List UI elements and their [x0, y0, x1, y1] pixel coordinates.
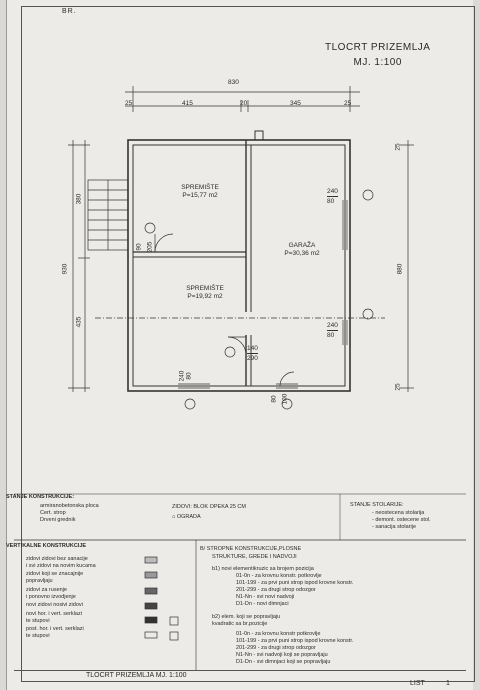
- horizontal-item: b2) elem. koji se popravljaju: [212, 614, 281, 620]
- sheet-title: TLOCRT PRIZEMLJA MJ. 1:100: [325, 40, 430, 70]
- horizontal-item: D1-Dn - novi dimnjaci: [236, 601, 289, 607]
- vertical-item: novi hor. i vert. serklazi: [26, 611, 82, 617]
- room-label-storage-1: SPREMIŠTE P=15,77 m2: [155, 184, 245, 200]
- room-name: GARAŽA: [288, 242, 316, 249]
- legend-fence: ⌂ OGRADA: [172, 514, 201, 521]
- legend-constr-item-1: armiranobetonska ploca: [40, 503, 99, 509]
- legend-joinery-header: STANJE STOLARIJE:: [350, 502, 404, 508]
- vertical-item: zidovi zidovi bez sanacije: [26, 556, 88, 562]
- horizontal-item: N1-Nn - svi nadvoji koji se popravljaju: [236, 652, 328, 658]
- dim-total-width: 830: [228, 79, 239, 86]
- legend-constr-header: STANJE KONSTRUKCIJE:: [6, 494, 75, 500]
- legend-fence-label: OGRADA: [176, 514, 201, 520]
- horizontal-item: 201-299 - za drugi strop odozgor: [236, 645, 316, 651]
- legend-joinery-item-2: - demont. ostecene stol.: [372, 517, 431, 523]
- horizontal-item: kvadratic sa br.pozicije: [212, 621, 268, 627]
- vertical-item: te stupovi: [26, 618, 50, 624]
- title-line-2: MJ. 1:100: [353, 57, 402, 68]
- room-area: P=19,92 m2: [187, 293, 223, 300]
- fence-icon: ⌂: [172, 514, 176, 520]
- room-area: P=15,77 m2: [182, 192, 218, 199]
- win-right-bottom-w: 240: [327, 322, 338, 331]
- horizontal-header: B/ STROPNE KONSTRUKCIJE,PLOSNE: [200, 546, 302, 552]
- footer-list-label: LIST: [410, 680, 425, 687]
- sheet-frame: [21, 6, 475, 682]
- legend-walls: ZIDOVI: BLOK OPEKA 25 CM: [172, 504, 246, 510]
- win-bottom-right-h: 100: [281, 393, 289, 405]
- vertical-item: novi zidovi nosivi zidovi: [26, 602, 83, 608]
- dim-right-top: 25: [394, 143, 402, 151]
- horizontal-item: 01-0n - za krovnu konstr potkrovlje: [236, 631, 321, 637]
- vertical-item: popravljaju: [26, 578, 53, 584]
- footer-title: TLOCRT PRIZEMLJA MJ. 1:100: [86, 672, 187, 679]
- dim-top-3: 20: [240, 100, 248, 107]
- horizontal-item: 101-199 - za prvi puni strop ispod krovn…: [236, 638, 354, 644]
- dim-right-bottom: 25: [394, 383, 402, 391]
- dim-left-upper: 380: [75, 193, 83, 205]
- vertical-item: i ponovno izvodjenje: [26, 594, 76, 600]
- vertical-item: te stupovi: [26, 633, 50, 639]
- dim-top-1: 25: [125, 100, 133, 107]
- horizontal-item: b1) novi elementikruzic sa brojem pozici…: [212, 566, 314, 572]
- win-bottom-left-h: 80: [185, 372, 193, 380]
- door-interior-h: 205: [146, 241, 154, 253]
- dim-right-total: 880: [396, 263, 404, 275]
- title-block: [14, 670, 466, 681]
- door-interior-w: 90: [135, 243, 143, 251]
- vertical-item: zidovi koji se znacajnije: [26, 571, 84, 577]
- footer-list-number: 1: [446, 680, 450, 687]
- win-right-bottom-h: 80: [327, 332, 335, 339]
- room-name: SPREMIŠTE: [181, 184, 219, 191]
- horizontal-item: D1-Dn - svi dimnjaci koji se popravljaju: [236, 659, 331, 665]
- vertical-header: VERTIKALNE KONSTRUKCIJE: [6, 543, 87, 549]
- room-label-garage: GARAŽA P=30,36 m2: [257, 242, 347, 258]
- horizontal-item: 201-299 - za drugi strop odozgor: [236, 587, 316, 593]
- drawing-sheet: [6, 0, 475, 690]
- dim-top-2: 415: [182, 100, 193, 107]
- win-right-top-w: 240: [327, 188, 338, 197]
- horizontal-item: N1-Nn - svi novi nadvoji: [236, 594, 295, 600]
- dim-left-lower: 435: [75, 316, 83, 328]
- dim-top-4: 345: [290, 100, 301, 107]
- room-name: SPREMIŠTE: [186, 285, 224, 292]
- vertical-item: zidovi za rusenje: [26, 587, 67, 593]
- win-bottom-right-w: 80: [270, 395, 278, 403]
- horizontal-item: 01-0n - za krovnu konstr. potkrovlje: [236, 573, 322, 579]
- title-line-1: TLOCRT PRIZEMLJA: [325, 42, 431, 53]
- legend-constr-item-3: Drveni grednik: [40, 517, 76, 523]
- door-garage-w: 140: [247, 345, 258, 354]
- win-right-top-h: 80: [327, 198, 335, 205]
- vertical-item: i svi zidovi na novim kucama: [26, 563, 96, 569]
- horizontal-item: 101-199 - za prvi puni strop ispod krovn…: [236, 580, 354, 586]
- vertical-item: post. hor. i vert. serklazi: [26, 626, 84, 632]
- dim-top-5: 25: [344, 100, 352, 107]
- door-garage-h: 290: [247, 355, 258, 362]
- legend-joinery-item-1: - neostecena stolarija: [372, 510, 425, 516]
- horizontal-header-2: STRUKTURE, GREDE I NADVOJI: [212, 554, 297, 560]
- room-label-storage-2: SPREMIŠTE P=19,92 m2: [160, 285, 250, 301]
- br-label: BR.: [62, 8, 77, 15]
- dim-left-total: 930: [61, 263, 69, 275]
- room-area: P=30,36 m2: [284, 250, 320, 257]
- legend-constr-item-2: Cert. strop: [40, 510, 66, 516]
- legend-joinery-item-3: - sanacija stolarije: [372, 524, 417, 530]
